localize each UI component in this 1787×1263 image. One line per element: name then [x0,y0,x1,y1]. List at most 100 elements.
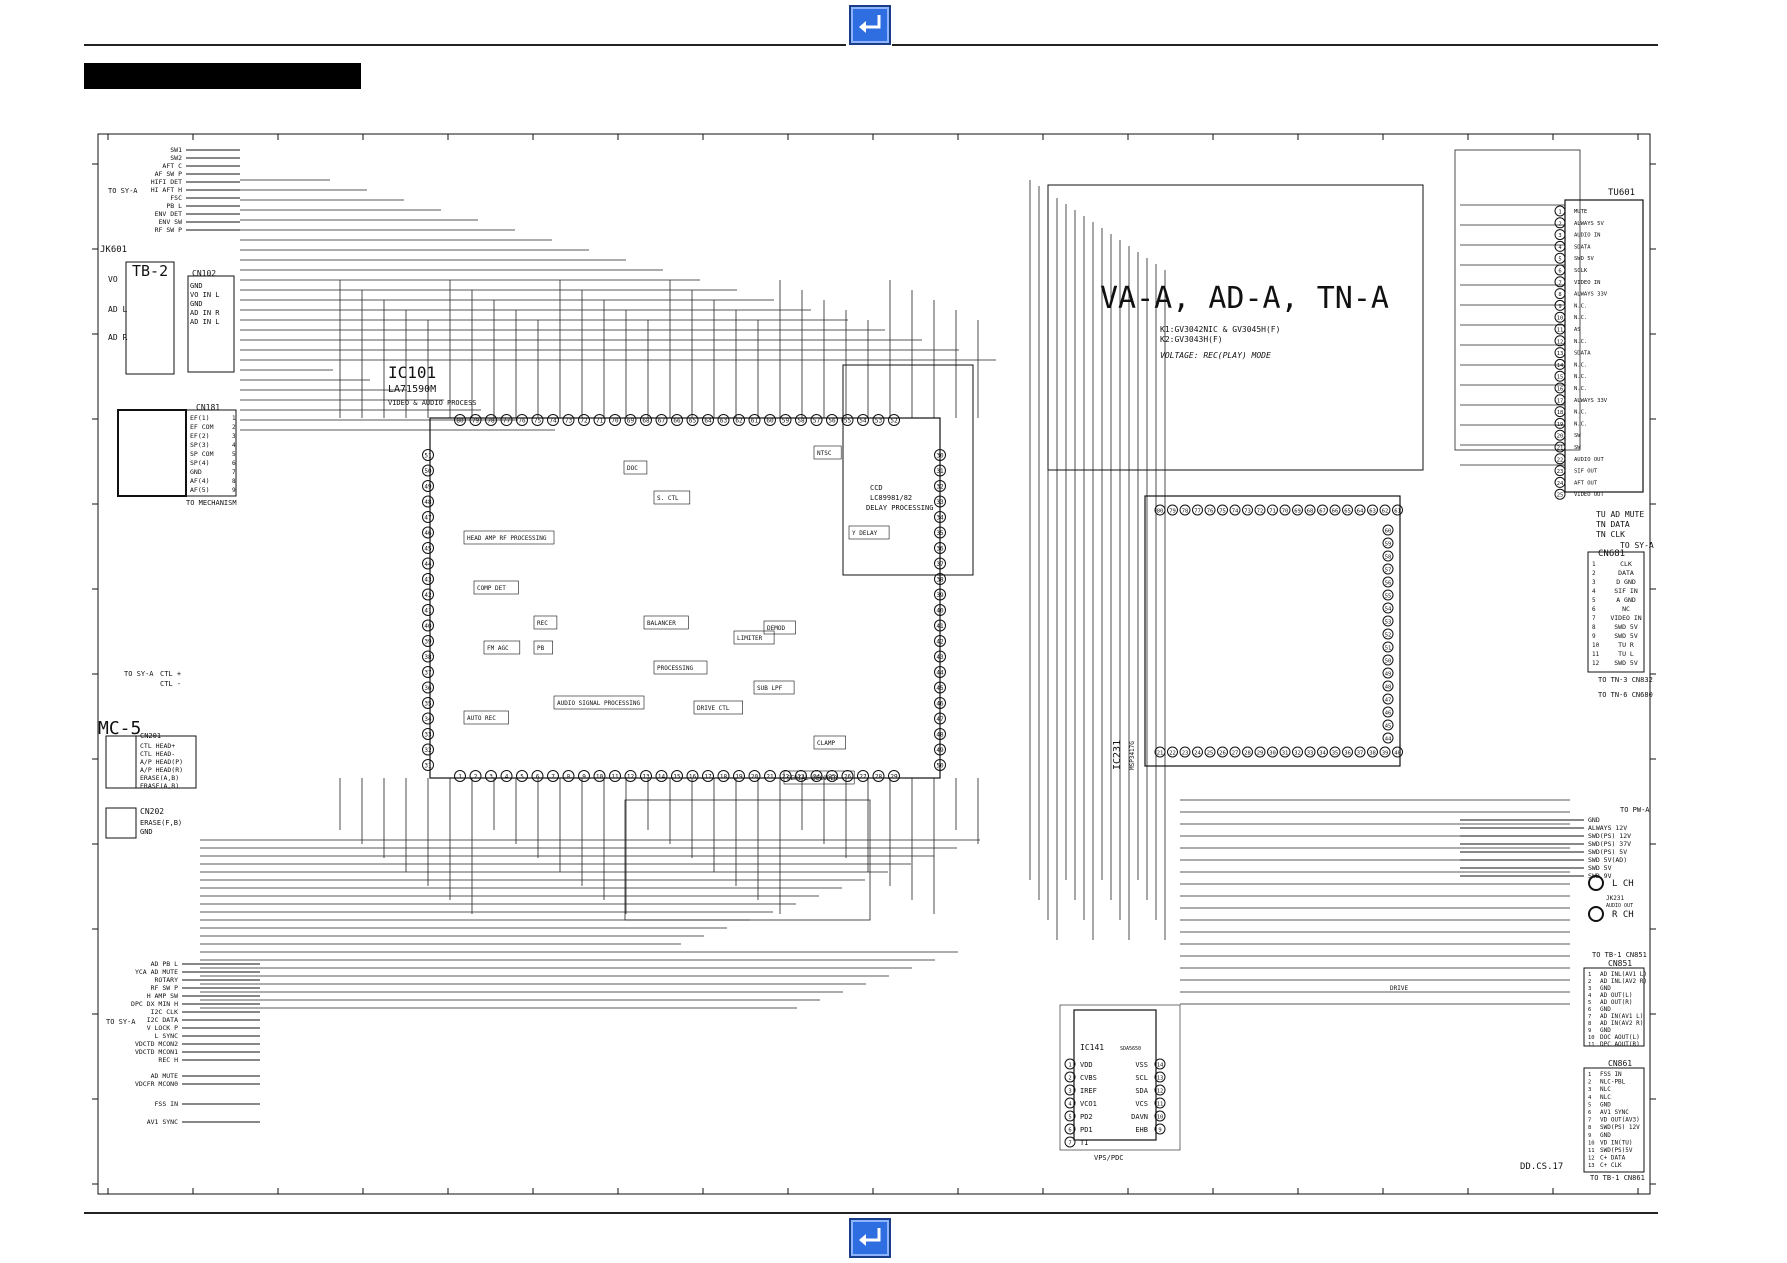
cn181-sig: SP(3) [190,441,210,449]
ic-pin-number: 40 [424,623,432,630]
ic-pin-number: 72 [1257,509,1264,515]
ic-pin-number: 72 [580,418,588,425]
cn681-sig: D GND [1616,578,1636,586]
ic-pin [795,414,807,426]
tu601-pin [1554,394,1566,406]
to-sya-bottom-sig: RF SW P [151,984,178,992]
ic-pin [547,414,559,426]
ic-pin [593,414,606,426]
ic-pin [1382,667,1394,679]
ic-pin [764,414,776,426]
to-sya-top-sig: PB L [166,202,182,210]
tu-side-dest: TO SY-A [1620,541,1654,550]
tu601-pin-number: 15 [1557,375,1564,381]
board-title-area: VA-A, AD-A, TN-A K1:GV3042NIC & GV3045H(… [1047,184,1424,471]
jk231-desc: AUDIO OUT [1606,903,1633,909]
tu601-pin [1554,217,1566,229]
ic-pin [1379,504,1391,516]
tu601-pin [1554,476,1566,488]
jk231-block: L CH R CH JK231 AUDIO OUT [1588,875,1634,922]
cn681-sig: CLK [1620,560,1632,568]
ic-pin-number: 64 [1357,509,1364,515]
ic-pin-number: 39 [424,639,432,646]
to-sya-bottom-sig: AV1 SYNC [147,1118,178,1126]
ic-pin [454,414,466,426]
ic-block-box [643,615,689,630]
ic-pin-number: 51 [424,453,432,460]
ic-pin [1064,1136,1076,1148]
ic-pin-number: 52 [1385,633,1392,639]
ic-pin [888,414,900,426]
tu601-pin-number: 10 [1557,316,1564,322]
ic-pin-number: 25 [1207,751,1214,757]
cn181-sig: EF COM [190,423,214,431]
to-sya-bottom-sig: I2C CLK [151,1008,178,1016]
tu601-pin [1554,417,1566,429]
ic-pin [1154,1123,1166,1135]
ic-pin [422,681,434,694]
cn181-pin-no: 9 [232,487,236,494]
ic-pin-number: 63 [720,418,728,425]
cn851-sig: AD OUT(L) [1600,992,1633,999]
to-sya-bottom-sig: VDCFR MCON0 [135,1080,178,1088]
cn861-pin-no: 7 [1588,1118,1591,1124]
ic-pin-number: 68 [1307,509,1314,515]
ic-pin-number: 41 [424,608,432,615]
ic-pin [1304,504,1316,516]
to-sya-bottom-dest: TO SY-A [106,1018,136,1026]
ic-block-label: SUB LPF [757,685,783,692]
ic-pin-number: 12 [627,774,635,781]
tb2-left-0: VO [108,275,118,284]
ic-block-label: HEAD AMP RF PROCESSING [467,535,547,542]
tu601-pin-label: VIDEO OUT [1574,492,1604,498]
tu601-pin-label: SDATA [1574,244,1591,250]
tu601-pin-number: 11 [1557,328,1564,334]
ic141-part: SDA5650 [1120,1046,1141,1052]
cn181-label: CN181 [196,403,220,412]
ic-block-label: AUTO REC [467,715,496,722]
ic141-pin-left: VDD [1080,1061,1093,1069]
ic-block-label: Y DELAY [852,530,878,537]
to-pwa-dest: TO PW-A [1620,806,1650,814]
cn861-sig: NLC [1600,1086,1611,1093]
ic-block-label: CLAMP [817,740,835,747]
back-button-top[interactable] [849,5,891,45]
ic-pin-number: 14 [658,774,666,781]
cn181-pin-no: 5 [232,451,236,458]
tu601-pin-number: 5 [1558,257,1561,263]
ic-pin-number: 2 [1068,1076,1071,1082]
tu601-pin-number: 19 [1557,422,1564,428]
ic-pin-number: 7 [551,774,555,781]
ic231-name: IC231 [1112,740,1123,770]
cn851-sig: AD INL(AV2 R) [1600,978,1647,985]
ic-pin [422,480,434,492]
tu601-pin [1554,441,1566,453]
ic141-pin-right: VSS [1135,1061,1148,1069]
tb2-label: TB-2 [132,262,168,280]
ic-block-box [483,640,521,655]
cn681-pin-no: 7 [1592,615,1596,622]
ic-pin [1304,746,1316,758]
ic-pin [872,770,885,782]
ic-pin [702,770,714,782]
mc5-label: MC-5 [98,718,141,739]
cn851-label: CN851 [1608,959,1632,968]
ic-pin-number: 23 [1182,751,1189,757]
cn851-sig: GND [1600,985,1611,992]
ic-pin [1382,706,1394,718]
ic-pin [1354,746,1366,758]
ic-pin [934,697,946,709]
ic-pin [934,573,946,585]
ic-pin [1064,1058,1076,1070]
ic-pin [1354,504,1366,516]
ic-pin [578,414,590,426]
ic-pin-number: 12 [1157,1089,1164,1095]
return-arrow-icon [859,1228,881,1246]
back-button-bottom[interactable] [849,1218,891,1258]
tu-side-2: TN CLK [1596,530,1625,539]
cn681-sig: SWD 5V [1614,623,1638,631]
ic-pin [1254,504,1266,516]
ic-pin [686,414,699,426]
tu601-pin-label: N.C. [1574,315,1587,321]
